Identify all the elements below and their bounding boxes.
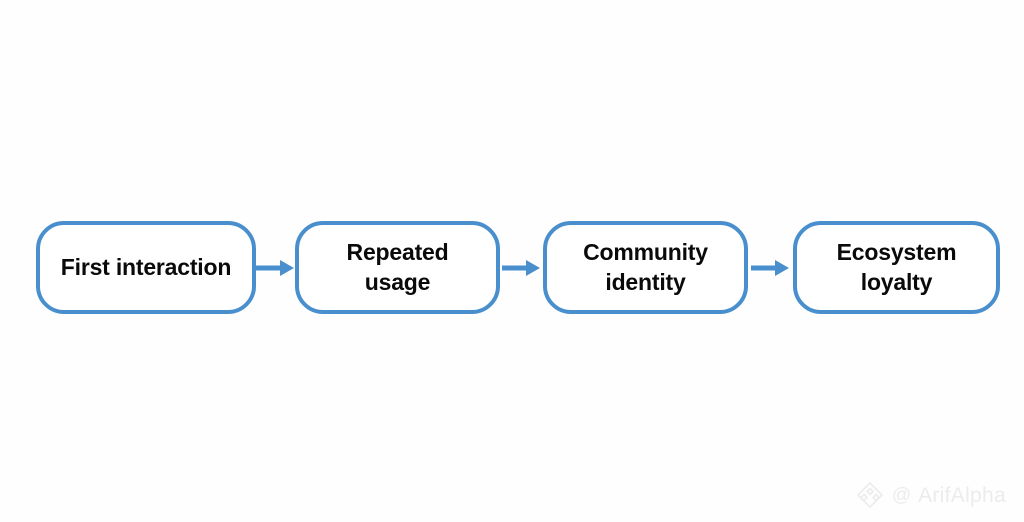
flow-node-label: Ecosystem loyalty <box>836 239 957 295</box>
flow-node-label: Community identity <box>583 239 708 295</box>
at-symbol-icon: @ <box>892 486 911 505</box>
flow-arrow-1 <box>256 221 295 314</box>
flow-node-first-interaction[interactable]: First interaction <box>36 221 256 314</box>
flow-node-label: Repeated usage <box>346 239 449 295</box>
flow-chain: First interaction Repeated usage Communi… <box>36 221 1000 314</box>
arrow-right-icon <box>751 259 789 276</box>
flow-node-ecosystem-loyalty[interactable]: Ecosystem loyalty <box>793 221 1000 314</box>
svg-text:@: @ <box>892 486 911 505</box>
watermark-handle: ArifAlpha <box>918 483 1006 507</box>
flow-node-repeated-usage[interactable]: Repeated usage <box>295 221 500 314</box>
arrow-right-icon <box>502 259 540 276</box>
flow-arrow-3 <box>748 221 793 314</box>
diamond-logo-icon <box>856 481 884 509</box>
watermark: @ ArifAlpha <box>855 480 1006 510</box>
at-glyph: @ <box>892 486 911 505</box>
flow-node-community-identity[interactable]: Community identity <box>543 221 748 314</box>
flow-arrow-2 <box>500 221 543 314</box>
flow-node-label: First interaction <box>60 253 232 280</box>
arrow-right-icon <box>256 259 294 276</box>
